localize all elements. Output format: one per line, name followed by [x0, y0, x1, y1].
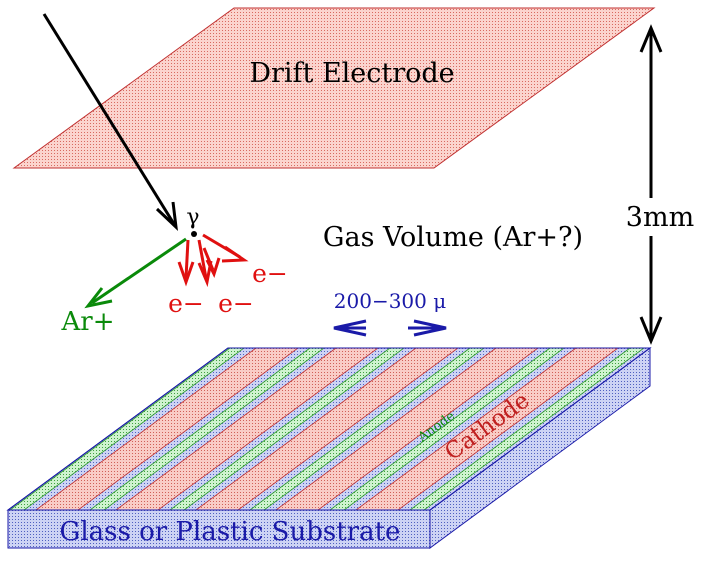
photon-track-arrow [42, 13, 178, 231]
anode-strip [408, 348, 646, 510]
gamma-label: γ [186, 205, 199, 230]
pitch-label: 200−300 μ [334, 289, 446, 313]
height-label-background [610, 198, 700, 236]
cathode-strip [114, 348, 380, 510]
substrate-label: Glass or Plastic Substrate [60, 517, 401, 547]
anode-strip [328, 348, 566, 510]
interaction-point [191, 231, 197, 237]
cathode-strip [194, 348, 460, 510]
anode-strip [248, 348, 486, 510]
electron-label-right: e− [252, 259, 288, 288]
anode-strip [168, 348, 406, 510]
electron-arrows [177, 233, 249, 288]
cathode-strip [34, 348, 300, 510]
cathode-strip [274, 348, 540, 510]
anode-strip [88, 348, 326, 510]
electron-arrow-left [184, 239, 190, 279]
pitch-arrows [333, 319, 447, 337]
drift-electrode-plate [12, 7, 656, 169]
gas-volume-label: Gas Volume (Ar+?) [323, 222, 583, 253]
electron-label-middle: e− [218, 289, 254, 318]
electron-arrow-middle [197, 239, 208, 279]
height-label: 3mm [626, 202, 694, 233]
ion-arrow [84, 237, 187, 309]
ion-label: Ar+ [61, 307, 115, 337]
electron-label-left: e− [168, 289, 204, 318]
anode-strip [8, 348, 246, 510]
height-arrow [639, 24, 663, 345]
drift-electrode-label: Drift Electrode [249, 58, 454, 89]
substrate-front-face [7, 509, 431, 549]
cathode-strip [354, 348, 620, 510]
